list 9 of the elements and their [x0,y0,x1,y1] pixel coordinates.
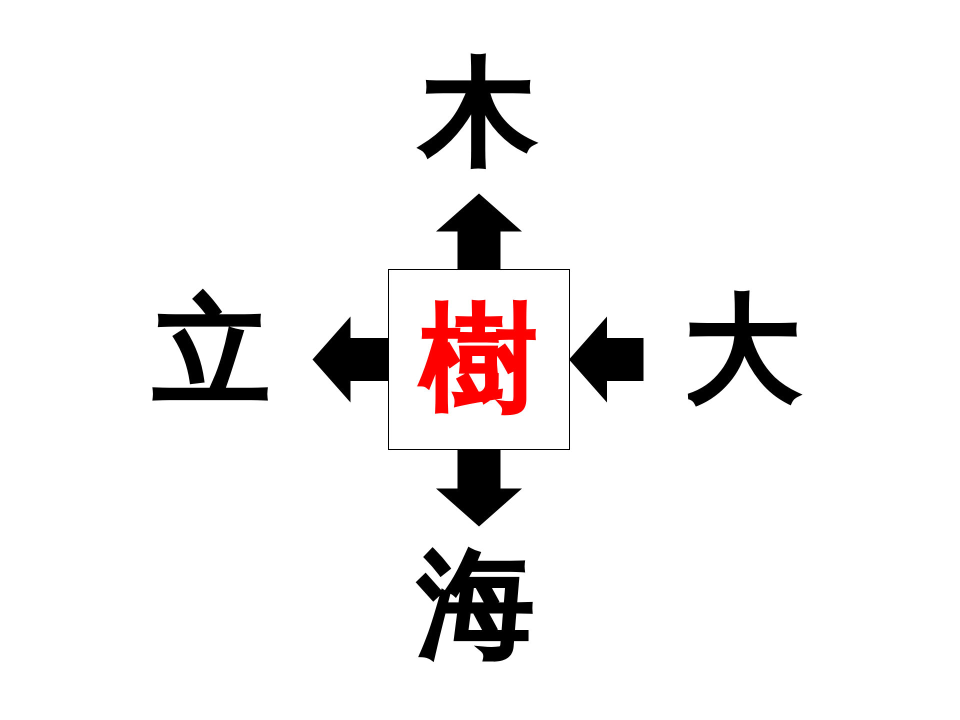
block-arrow [436,194,522,270]
block-arrow [569,316,644,402]
kanji-character: 立 [148,289,274,415]
block-arrow [436,449,522,526]
kanji-character: 木 [416,50,542,176]
block-arrow [312,316,389,402]
kanji-character: 海 [413,542,539,668]
kanji-character: 大 [680,287,806,413]
kanji-box: 樹 [388,269,570,450]
